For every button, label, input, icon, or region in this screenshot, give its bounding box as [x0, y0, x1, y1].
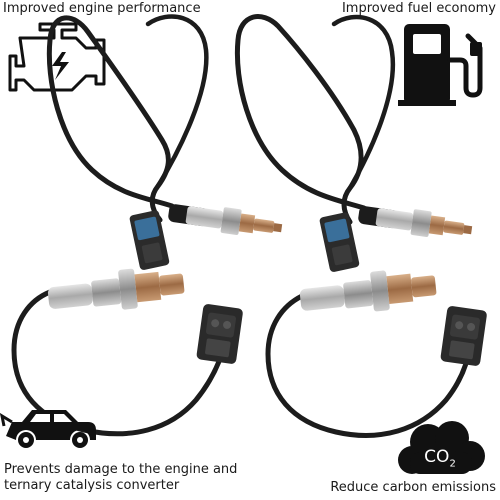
co2-sub: 2	[449, 458, 456, 470]
oxygen-sensor-lower-left	[11, 268, 243, 437]
caption-prevents-damage-line1: Prevents damage to the engine and	[4, 462, 238, 477]
car-icon	[0, 410, 96, 448]
co2-main: CO	[424, 447, 450, 467]
caption-prevents-damage-line2: ternary catalysis converter	[4, 478, 180, 493]
oxygen-sensor-upper-left	[46, 14, 283, 270]
co2-label: CO2	[418, 447, 462, 469]
caption-prevents-damage: Prevents damage to the engine and ternar…	[4, 462, 237, 494]
oxygen-sensor-upper-right	[234, 14, 473, 272]
co2-cloud-icon	[398, 421, 485, 474]
engine-check-icon	[8, 22, 106, 92]
fuel-pump-icon	[398, 24, 483, 106]
caption-carbon-emissions: Reduce carbon emissions	[330, 480, 496, 495]
caption-fuel-economy: Improved fuel economy	[341, 1, 496, 16]
caption-engine-performance: Improved engine performance	[3, 1, 201, 16]
oxygen-sensor-lower-right	[265, 270, 487, 438]
